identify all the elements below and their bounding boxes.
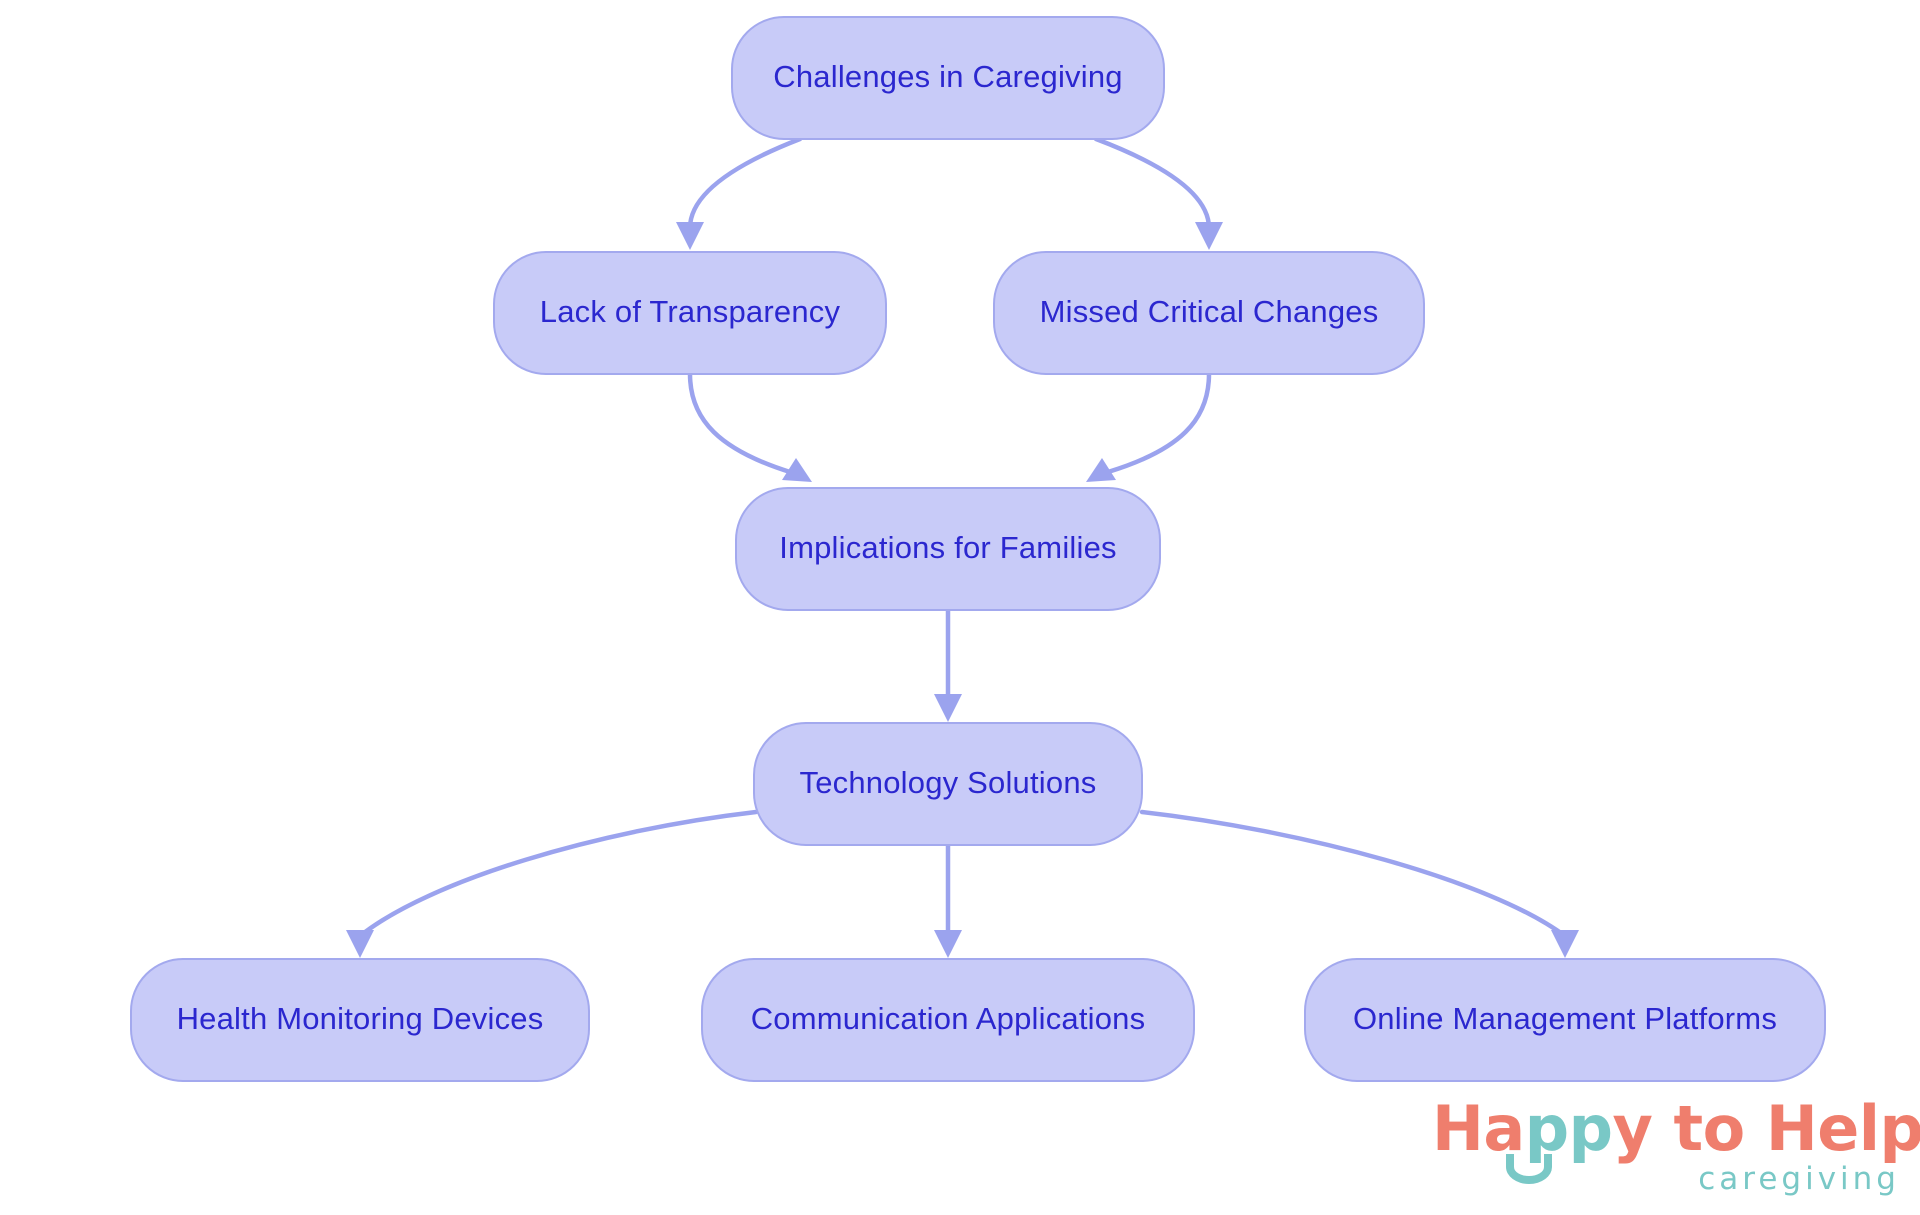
- node-background[interactable]: [493, 251, 887, 375]
- node-label: Implications for Families: [779, 530, 1116, 565]
- edge-line: [357, 809, 759, 939]
- logo-tagline: caregiving: [1698, 1161, 1900, 1197]
- edge-technology-to-management-platforms: [1139, 809, 1579, 958]
- node-lack-of-transparency[interactable]: Lack of Transparency: [493, 251, 887, 375]
- node-online-management-platforms[interactable]: Online Management Platforms: [1304, 958, 1826, 1082]
- node-background[interactable]: [731, 16, 1165, 140]
- edge-implications-to-technology: [934, 607, 962, 722]
- node-communication-applications[interactable]: Communication Applications: [701, 958, 1195, 1082]
- edge-challenges-to-transparency: [676, 136, 803, 250]
- logo-wordmark: Happy to Help: [1432, 1098, 1920, 1160]
- edge-technology-to-health-devices: [346, 809, 759, 958]
- node-group: Challenges in Caregiving Lack of Transpa…: [130, 16, 1826, 1082]
- edge-line: [1093, 136, 1212, 231]
- smile-icon: [1506, 1154, 1552, 1184]
- arrowhead-icon: [934, 930, 962, 958]
- node-label: Missed Critical Changes: [1040, 294, 1379, 329]
- arrowhead-icon: [934, 694, 962, 722]
- arrowhead-icon: [346, 930, 374, 958]
- node-label: Lack of Transparency: [540, 294, 841, 329]
- node-label: Health Monitoring Devices: [177, 1001, 544, 1036]
- node-label: Online Management Platforms: [1353, 1001, 1777, 1036]
- node-background[interactable]: [1304, 958, 1826, 1082]
- node-background[interactable]: [735, 487, 1161, 611]
- node-label: Challenges in Caregiving: [773, 59, 1122, 94]
- node-background[interactable]: [130, 958, 590, 1082]
- edge-line: [687, 371, 793, 475]
- logo-word-part1: Ha: [1432, 1092, 1525, 1165]
- edge-transparency-to-implications: [687, 371, 812, 482]
- node-challenges-in-caregiving[interactable]: Challenges in Caregiving: [731, 16, 1165, 140]
- edge-technology-to-communication-apps: [934, 842, 962, 958]
- arrowhead-icon: [1086, 458, 1116, 482]
- arrowhead-icon: [1195, 222, 1223, 250]
- edge-line: [1105, 371, 1212, 475]
- node-label: Technology Solutions: [800, 765, 1097, 800]
- logo-word-part3: y to Help: [1612, 1092, 1920, 1165]
- node-health-monitoring-devices[interactable]: Health Monitoring Devices: [130, 958, 590, 1082]
- node-background[interactable]: [993, 251, 1425, 375]
- node-background[interactable]: [753, 722, 1143, 846]
- node-technology-solutions[interactable]: Technology Solutions: [753, 722, 1143, 846]
- edge-line: [1139, 809, 1568, 939]
- node-missed-critical-changes[interactable]: Missed Critical Changes: [993, 251, 1425, 375]
- node-background[interactable]: [701, 958, 1195, 1082]
- arrowhead-icon: [676, 222, 704, 250]
- edge-group: [346, 136, 1579, 958]
- brand-logo: Happy to Help caregiving: [1432, 1098, 1920, 1210]
- logo-word-part2: pp: [1524, 1092, 1613, 1165]
- arrowhead-icon: [1551, 930, 1579, 958]
- node-label: Communication Applications: [751, 1001, 1146, 1036]
- edge-challenges-to-missed-changes: [1093, 136, 1223, 250]
- arrowhead-icon: [782, 458, 812, 482]
- edge-line: [687, 136, 803, 231]
- node-implications-for-families[interactable]: Implications for Families: [735, 487, 1161, 611]
- edge-missed-changes-to-implications: [1086, 371, 1212, 482]
